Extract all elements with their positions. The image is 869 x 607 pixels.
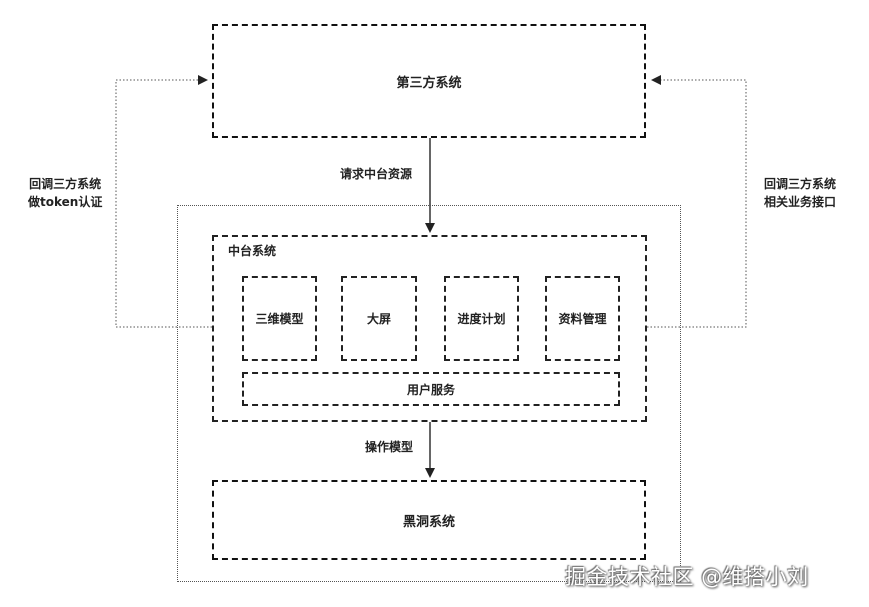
model-3d-box: 三维模型 (242, 276, 317, 361)
big-screen-box: 大屏 (341, 276, 417, 361)
model-3d-label: 三维模型 (255, 312, 304, 326)
user-service-box: 用户服务 (242, 372, 620, 406)
middle-platform-box (212, 235, 647, 422)
data-management-label: 资料管理 (558, 312, 607, 326)
progress-plan-box: 进度计划 (444, 276, 519, 361)
big-screen-label: 大屏 (366, 312, 391, 326)
left-callback-line1: 回调三方系统 (29, 177, 102, 191)
left-callback-label: 回调三方系统 做token认证 (28, 175, 102, 211)
watermark: 掘金技术社区 @维搭小刘 (565, 565, 809, 589)
progress-plan-label: 进度计划 (457, 312, 506, 326)
data-management-box: 资料管理 (545, 276, 620, 361)
black-hole-system-box: 黑洞系统 (212, 480, 646, 560)
third-party-system-label: 第三方系统 (396, 75, 462, 91)
outer-container (177, 205, 681, 582)
right-callback-label: 回调三方系统 相关业务接口 (764, 175, 836, 211)
request-resources-label: 请求中台资源 (340, 167, 413, 181)
user-service-label: 用户服务 (406, 382, 455, 397)
operate-model-label: 操作模型 (365, 440, 414, 454)
left-callback-line2: 做token认证 (28, 195, 103, 209)
right-callback-line2: 相关业务接口 (764, 195, 837, 209)
right-callback-line1: 回调三方系统 (764, 177, 837, 191)
black-hole-system-label: 黑洞系统 (402, 514, 455, 530)
middle-platform-label: 中台系统 (228, 244, 277, 258)
third-party-system-box: 第三方系统 (212, 24, 646, 138)
